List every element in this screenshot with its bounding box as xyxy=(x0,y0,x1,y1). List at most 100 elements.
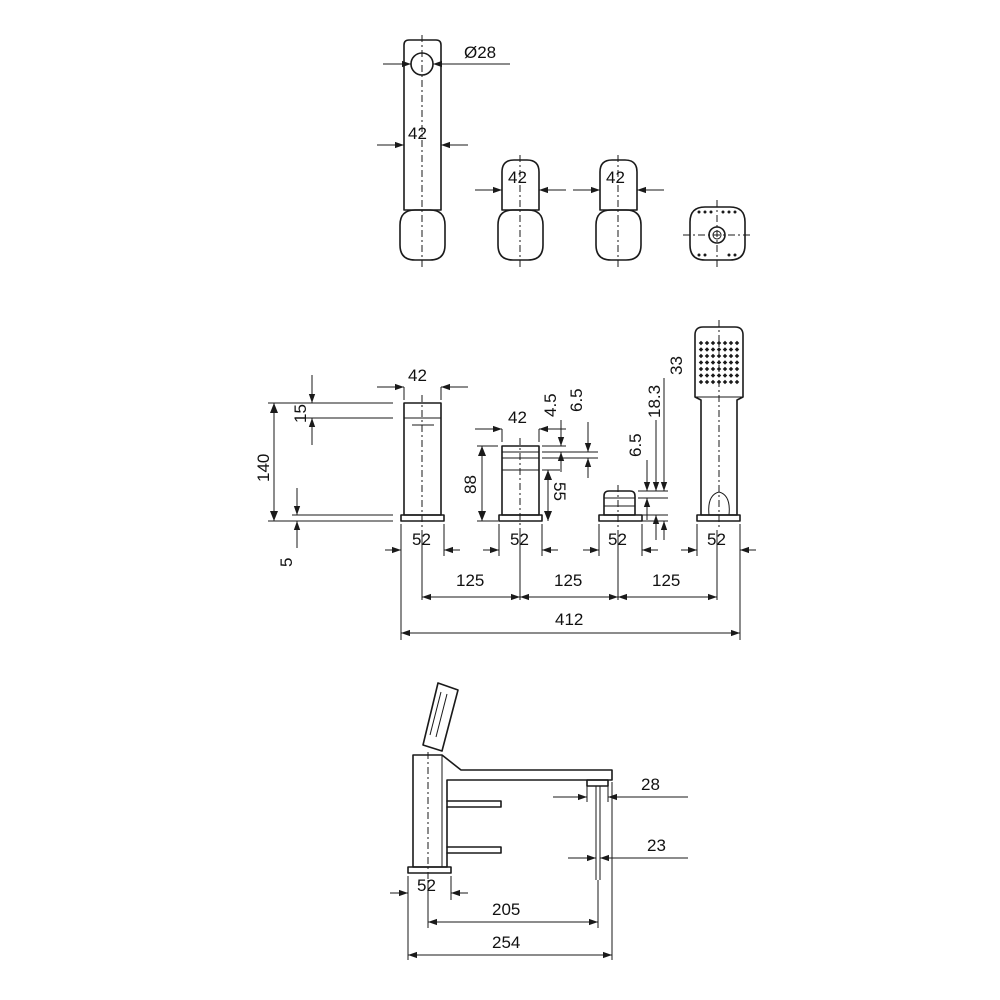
handle-lever-2 xyxy=(446,846,502,854)
spout-lip-label: 15 xyxy=(291,404,310,423)
handle-1-width-label: 42 xyxy=(508,168,527,187)
base-width-label-2: 52 xyxy=(510,530,529,549)
handle-height-label: 88 xyxy=(461,475,480,494)
spout-top-outline xyxy=(399,35,446,268)
nozzle-dot xyxy=(704,366,710,372)
nozzle-dot xyxy=(710,373,716,378)
nozzle-dot xyxy=(698,353,704,359)
nozzle-dot xyxy=(698,340,704,346)
handle-1-top-outline xyxy=(497,155,544,268)
diverter-dim-c-label: 33 xyxy=(667,356,686,375)
nozzle-dot xyxy=(710,366,716,372)
diverter-top-outline xyxy=(683,200,752,268)
side-view: 28 23 52 205 254 xyxy=(390,682,688,960)
diverter-dim-b-label: 18.3 xyxy=(645,385,664,418)
nozzle-dot xyxy=(710,340,716,346)
base-width-dimension-1: 52 xyxy=(385,530,460,554)
handle-height-dimension: 88 xyxy=(461,445,498,522)
nozzle-dot xyxy=(734,340,740,346)
top-view: Ø28 42 42 42 xyxy=(377,35,752,268)
nozzle-dot xyxy=(728,366,734,372)
nozzle-dot xyxy=(722,347,728,352)
total-length-dimension: 254 xyxy=(408,933,612,959)
nozzle-dot xyxy=(728,347,734,352)
nozzle-dot xyxy=(710,379,716,385)
overall-width-dimension: 412 xyxy=(401,610,740,637)
handle-lever-1 xyxy=(446,800,502,808)
spout-diameter-dimension: Ø28 xyxy=(383,43,510,68)
diverter-dots xyxy=(697,210,737,257)
nozzle-dot xyxy=(698,360,704,365)
hole-diameter-label: 23 xyxy=(647,836,666,855)
nozzle-dot xyxy=(704,360,710,365)
reach-dimension: 205 xyxy=(428,900,598,926)
diverter-dim-a-label: 6.5 xyxy=(626,433,645,457)
nozzle-dot xyxy=(722,366,728,372)
reach-label: 205 xyxy=(492,900,520,919)
handle-2-width-dimension: 42 xyxy=(573,168,664,194)
nozzle-dot xyxy=(734,373,740,378)
handle-dim-a: 4.5 xyxy=(541,393,565,472)
nozzle-dot xyxy=(734,347,740,352)
base-width-label-3: 52 xyxy=(608,530,627,549)
nozzle-dot xyxy=(728,340,734,346)
outlet-side-outline xyxy=(586,779,609,880)
front-view: 42 15 140 5 xyxy=(254,320,756,640)
diverter-dim-c: 33 xyxy=(642,356,686,540)
nozzle-dot xyxy=(734,366,740,372)
body-base xyxy=(407,866,452,874)
nozzle-dot xyxy=(716,379,722,385)
nozzle-dot xyxy=(716,373,722,378)
shower-nozzle-grid xyxy=(698,340,740,385)
spacing-dimension-3: 125 xyxy=(618,571,717,601)
hand-shower-front-outline xyxy=(694,320,744,530)
nozzle-dot xyxy=(722,379,728,385)
outlet-diameter-label: 28 xyxy=(641,775,660,794)
nozzle-dot xyxy=(722,373,728,378)
handle-width-label: 42 xyxy=(508,408,527,427)
hand-shower-side-outline xyxy=(422,682,459,752)
base-dimension: 52 xyxy=(390,876,468,897)
spout-width-label: 42 xyxy=(408,124,427,143)
base-width-label-4: 52 xyxy=(707,530,726,549)
diverter-dim-a: 6.5 xyxy=(626,433,668,520)
spout-top-width-label: 42 xyxy=(408,366,427,385)
nozzle-dot xyxy=(704,340,710,346)
outlet-diameter-dimension: 28 xyxy=(553,775,688,802)
spacing-label-3: 125 xyxy=(652,571,680,590)
base-width-label-1: 52 xyxy=(412,530,431,549)
base-label: 52 xyxy=(417,876,436,895)
spacing-label-1: 125 xyxy=(456,571,484,590)
base-width-dimension-3: 52 xyxy=(583,530,658,554)
handle-2-width-label: 42 xyxy=(606,168,625,187)
nozzle-dot xyxy=(716,353,722,359)
nozzle-dot xyxy=(704,347,710,352)
spacing-dimension-2: 125 xyxy=(520,571,618,601)
total-length-label: 254 xyxy=(492,933,520,952)
nozzle-dot xyxy=(710,353,716,359)
nozzle-dot xyxy=(728,379,734,385)
nozzle-dot xyxy=(704,379,710,385)
handle-dim-a-label: 4.5 xyxy=(541,393,560,417)
hole-diameter-dimension: 23 xyxy=(568,836,688,862)
nozzle-dot xyxy=(716,347,722,352)
nozzle-dot xyxy=(704,373,710,378)
nozzle-dot xyxy=(698,373,704,378)
nozzle-dot xyxy=(728,353,734,359)
handle-dim-c: 55 xyxy=(542,469,569,521)
spout-height-label: 140 xyxy=(254,454,273,482)
nozzle-dot xyxy=(710,360,716,365)
base-width-dimension-2: 52 xyxy=(483,530,558,554)
spout-front-outline xyxy=(400,395,445,530)
spout-top-width-dimension: 42 xyxy=(377,366,468,400)
nozzle-dot xyxy=(734,360,740,365)
handle-1-front-outline xyxy=(498,438,543,530)
handle-dim-b: 6.5 xyxy=(567,388,592,478)
body-side-outline xyxy=(412,752,613,880)
nozzle-dot xyxy=(716,360,722,365)
nozzle-dot xyxy=(734,379,740,385)
nozzle-dot xyxy=(734,353,740,359)
nozzle-dot xyxy=(722,340,728,346)
overall-width-label: 412 xyxy=(555,610,583,629)
